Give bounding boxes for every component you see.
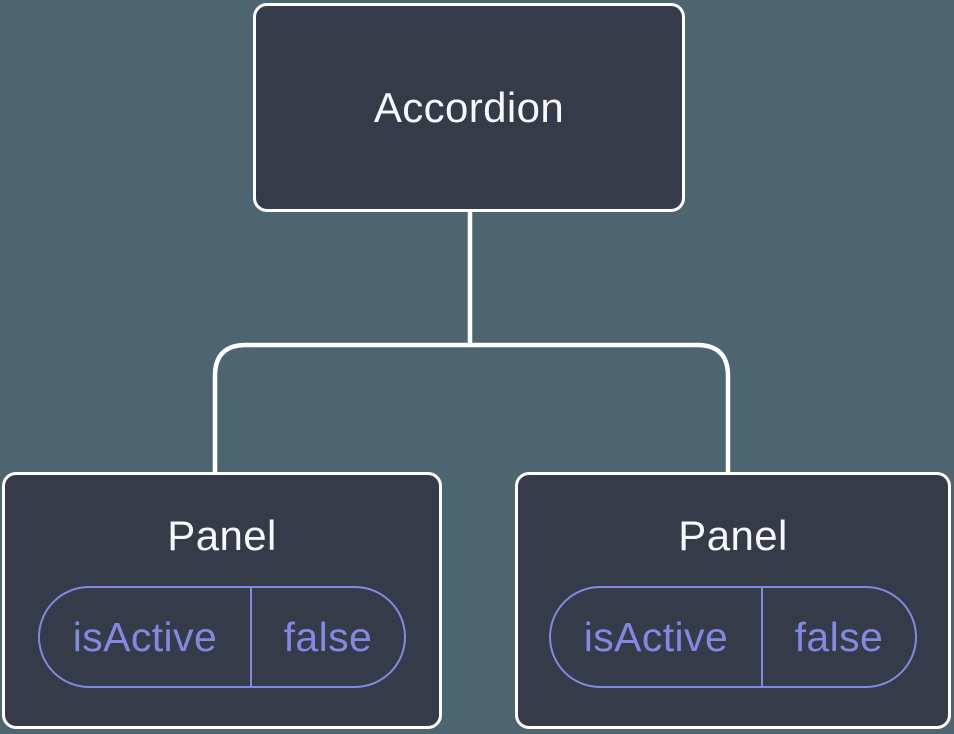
state-pill: isActive false (549, 586, 917, 688)
state-value-label: false (283, 613, 373, 660)
state-key-label: isActive (40, 588, 252, 686)
tree-node-panel-left: Panel isActive false (2, 472, 442, 729)
panel-node-label: Panel (167, 512, 277, 559)
state-key-label: isActive (551, 588, 763, 686)
state-pill: isActive false (38, 586, 406, 688)
connector-branch (212, 342, 731, 474)
tree-node-accordion: Accordion (253, 3, 685, 212)
state-value-label: false (794, 613, 884, 660)
accordion-node-label: Accordion (373, 83, 565, 131)
panel-node-label: Panel (678, 512, 788, 559)
tree-node-panel-right: Panel isActive false (515, 472, 951, 729)
